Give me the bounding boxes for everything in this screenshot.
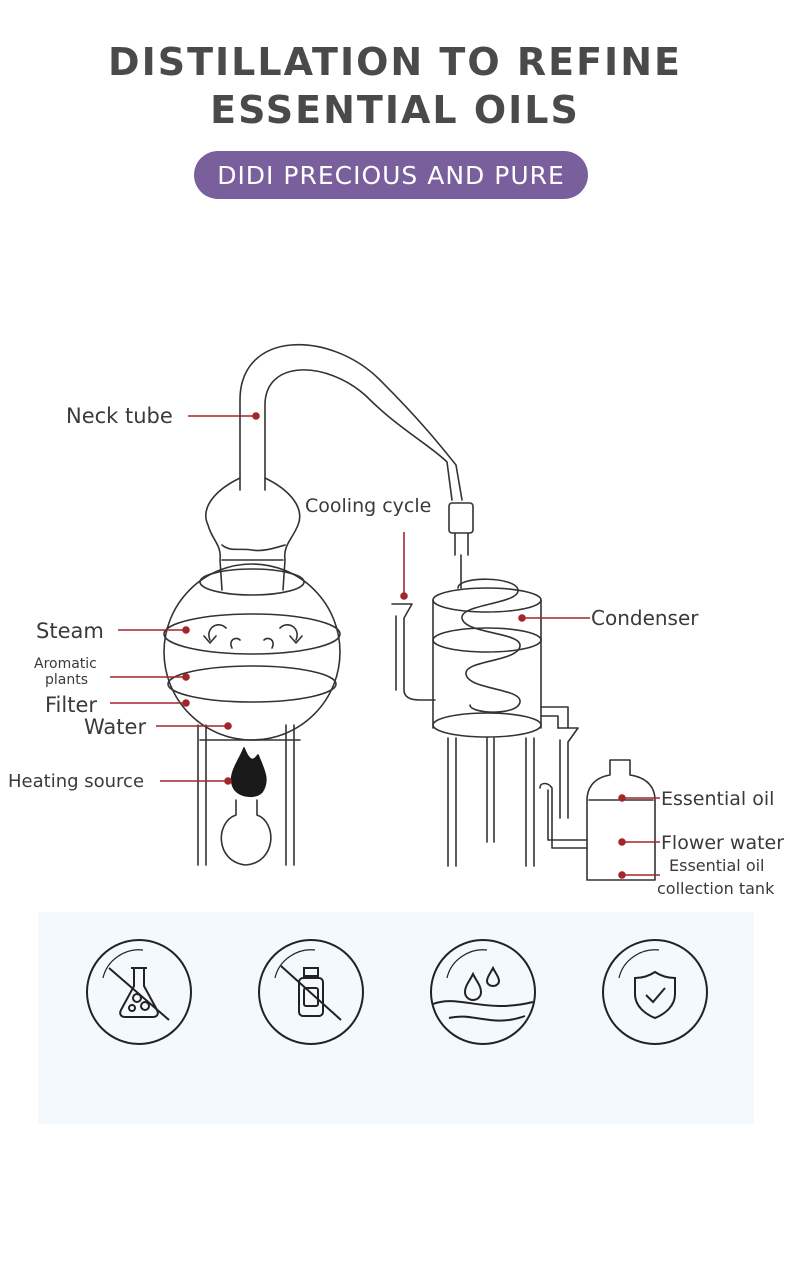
steam-arrow-right — [279, 624, 303, 644]
boiling-pot — [163, 563, 341, 741]
label-condenser: Condenser — [591, 606, 699, 630]
label-tank-2: collection tank — [657, 879, 775, 898]
no-perfume-icon — [258, 939, 364, 1045]
condenser-coil — [457, 578, 521, 713]
cooling-funnel — [391, 603, 436, 701]
condenser-tank-top — [432, 587, 542, 613]
stand-left — [197, 724, 301, 866]
label-cooling-cycle: Cooling cycle — [305, 495, 431, 517]
label-aromatic-1: Aromatic — [34, 656, 97, 672]
water-drops-icon — [430, 939, 536, 1045]
outlet-pipe — [540, 706, 569, 729]
no-chemicals-icon — [86, 939, 192, 1045]
still-head — [205, 477, 301, 591]
steam-arrow-left — [203, 624, 227, 644]
distillation-diagram: Neck tube Cooling cycle Condenser Steam … — [8, 343, 784, 898]
label-essential-oil: Essential oil — [661, 788, 774, 810]
neck-tube-inner — [264, 369, 453, 501]
label-flower-water: Flower water — [661, 832, 784, 854]
subtitle-badge: DIDI PRECIOUS AND PURE — [194, 151, 588, 199]
flame — [230, 747, 267, 798]
label-heating-source: Heating source — [8, 771, 144, 792]
shield-check-icon — [602, 939, 708, 1045]
label-aromatic-2: plants — [45, 672, 88, 688]
stand-right — [285, 724, 295, 866]
label-water: Water — [84, 715, 146, 739]
neck-tube — [239, 343, 463, 501]
condenser-legs — [447, 737, 535, 867]
label-tank-1: Essential oil — [669, 856, 765, 875]
page-title-line-1: DISTILLATION TO REFINE — [108, 40, 682, 84]
label-filter: Filter — [45, 693, 97, 717]
label-neck-tube: Neck tube — [66, 404, 173, 428]
label-steam: Steam — [36, 619, 104, 643]
features-panel — [38, 912, 754, 1124]
page-title-line-2: ESSENTIAL OILS — [210, 88, 580, 132]
collection-tank — [586, 759, 656, 881]
burner-flask — [220, 799, 272, 866]
